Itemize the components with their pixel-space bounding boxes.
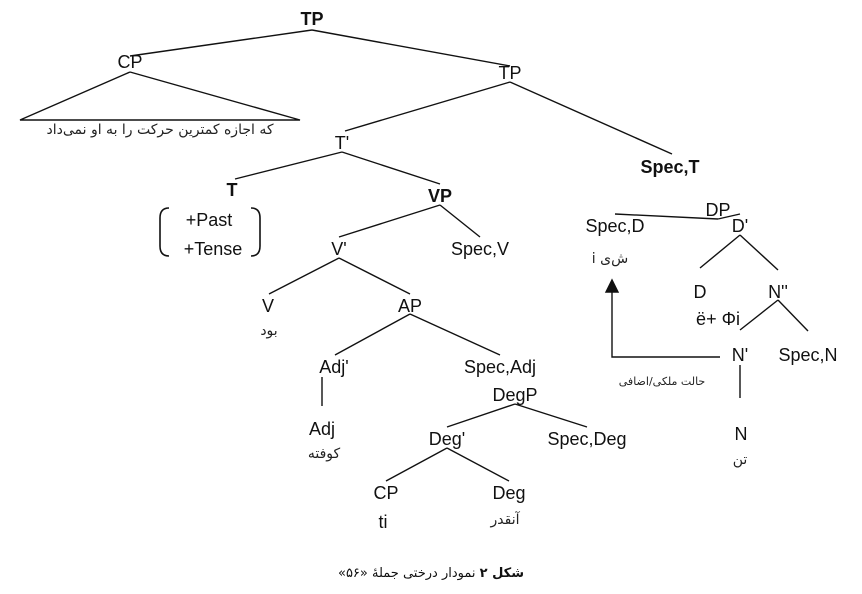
node-dp: DP [705, 200, 731, 220]
branch-dbar-ndbl [739, 234, 779, 271]
branch-degp-degbar [446, 403, 516, 428]
node-t-node: T [226, 180, 238, 200]
node-tp-root: TP [300, 9, 324, 29]
node-n-node: N [734, 424, 748, 444]
node-n-dbl: N'' [768, 282, 788, 302]
movement-arrow-line [611, 290, 720, 358]
figure-caption: شکل ۲ نمودار درختی جملهٔ «۵۶» [0, 566, 862, 581]
node-t-bar: T' [334, 133, 350, 153]
node-spec-t: Spec,T [640, 157, 700, 177]
caption-text: نمودار درختی جملهٔ «۵۶» [337, 566, 480, 581]
branch-vp-vbar [338, 204, 441, 238]
branch-tp-cp [129, 29, 313, 57]
branch-vbar-ap [338, 257, 411, 295]
node-deg-bar: Deg' [428, 429, 466, 449]
branch-degbar-cp [385, 447, 448, 482]
node-deg: Deg [492, 483, 526, 503]
branch-tp-spect [509, 81, 673, 155]
node-spec-n: Spec,N [778, 345, 838, 365]
branch-ap-adjbar [334, 313, 411, 356]
node-kufte: کوفته [307, 446, 341, 462]
node-ap: AP [397, 296, 423, 316]
node-adj-bar: Adj' [319, 357, 349, 377]
left-bracket [159, 207, 170, 257]
node-v-node: V [261, 296, 275, 316]
node-bud: بود [260, 323, 278, 339]
node-genitive: حالت ملکی/اضافی [618, 375, 706, 388]
node-tense: +Tense [183, 239, 243, 259]
branch-ndbl-specn [777, 299, 809, 332]
node-ti: ti [378, 512, 388, 532]
node-past: +Past [185, 210, 233, 230]
branch-tbar-vp [341, 151, 441, 185]
branch-degp-specdeg [514, 403, 588, 428]
node-adj: Adj [308, 419, 336, 439]
node-d-node: D [693, 282, 707, 302]
branch-tp-tp [311, 29, 511, 67]
node-v-bar: V' [331, 239, 347, 259]
branch-tp-tbar [344, 81, 511, 132]
node-spec-adj: Spec,Adj [463, 357, 537, 377]
node-degp: DegP [492, 385, 538, 405]
node-shi: ش‌ی i [591, 251, 629, 267]
right-bracket [250, 207, 261, 257]
node-d-bar: D' [731, 216, 749, 236]
movement-arrowhead [604, 278, 620, 293]
node-cp-top: CP [117, 52, 143, 72]
branch-vp-specv [439, 204, 481, 238]
branch-dp-specd [614, 213, 719, 220]
node-n-bar: N' [731, 345, 749, 365]
node-cp-low: CP [373, 483, 399, 503]
node-vp: VP [427, 186, 453, 206]
branch-ndbl-nbar [739, 299, 779, 331]
caption-label: شکل ۲ [479, 566, 525, 581]
node-tp-mid: TP [498, 63, 522, 83]
branch-tbar-t [234, 151, 343, 180]
node-spec-d: Spec,D [585, 216, 645, 236]
node-tan: تن [732, 452, 748, 468]
node-spec-deg: Spec,Deg [547, 429, 627, 449]
node-d-content: ë+ Φi [696, 309, 740, 329]
branch-vbar-v [268, 257, 340, 295]
branch-ap-specadj [409, 313, 501, 356]
node-spec-v: Spec,V [450, 239, 510, 259]
node-anqadr: آنقدر [490, 512, 520, 528]
node-cp-clause: که اجازه کمترین حرکت را به او نمی‌داد [46, 122, 274, 138]
branch-degbar-deg [446, 447, 510, 482]
branch-dp-dbar [717, 213, 741, 220]
branch-dbar-d [699, 234, 741, 269]
branch-cp-triangle [19, 71, 301, 121]
